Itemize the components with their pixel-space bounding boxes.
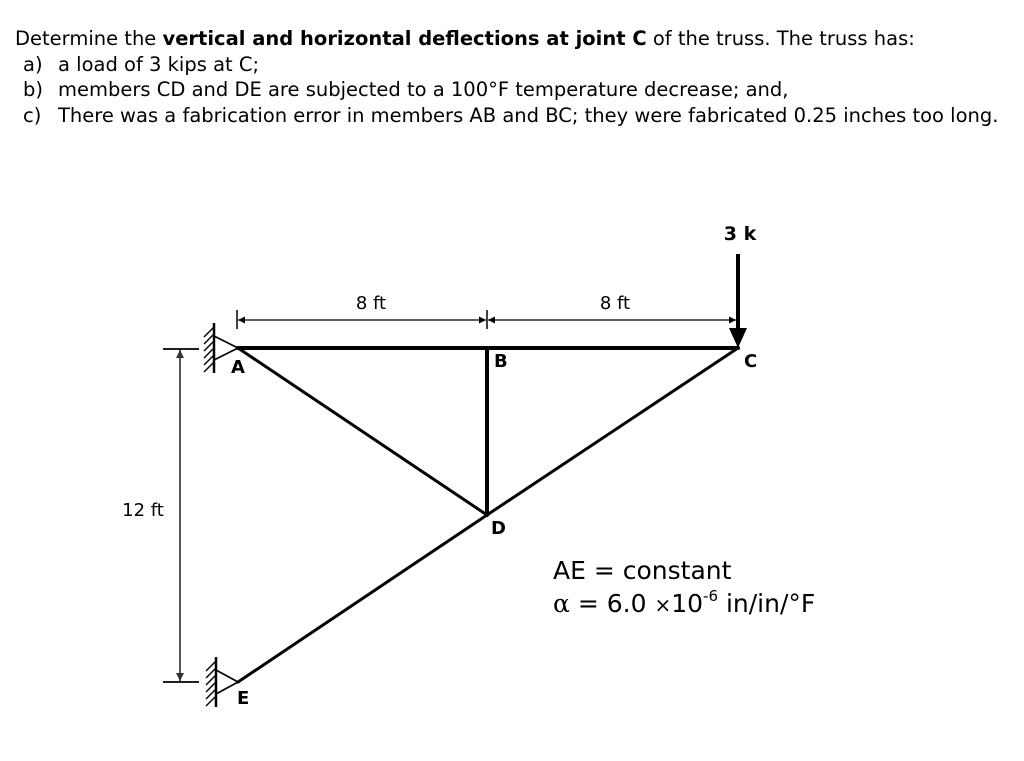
alpha-property: α = 6.0 ×10-6 in/in/°F	[553, 587, 815, 622]
joint-label-e: E	[237, 688, 249, 709]
condition-text: members CD and DE are subjected to a 100…	[58, 78, 789, 101]
dim-label-height: 12 ft	[122, 500, 164, 521]
condition-item-a: a) a load of 3 kips at C;	[15, 52, 999, 78]
joint-label-a: A	[231, 357, 245, 378]
condition-text: There was a fabrication error in members…	[58, 103, 999, 127]
horizontal-dimensions	[236, 310, 736, 329]
alpha-symbol: α	[553, 589, 570, 618]
alpha-value: 6.0	[606, 589, 655, 618]
equals-sign: =	[569, 589, 607, 618]
ae-symbol: AE	[553, 556, 586, 585]
condition-item-c: c) There was a fabrication error in memb…	[15, 103, 999, 129]
joint-label-d: D	[491, 518, 506, 539]
intro-prefix: Determine the	[15, 27, 163, 50]
intro-emphasis: vertical and horizontal deflections at j…	[162, 27, 647, 50]
condition-marker: a)	[23, 52, 43, 76]
dim-label-bc: 8 ft	[600, 293, 630, 314]
truss-members	[236, 346, 740, 684]
condition-list: a) a load of 3 kips at C; b) members CD …	[15, 52, 999, 129]
condition-marker: c)	[23, 103, 42, 127]
load-label: 3 k	[724, 223, 757, 245]
member-cd	[485, 346, 740, 517]
intro-suffix: of the truss. The truss has:	[646, 27, 915, 50]
joint-label-b: B	[494, 351, 508, 372]
vertical-dimension	[163, 348, 199, 683]
alpha-exponent: -6	[703, 587, 718, 605]
problem-statement: Determine the vertical and horizontal de…	[15, 26, 999, 128]
alpha-units: in/in/°F	[718, 589, 816, 618]
member-ad	[236, 346, 489, 517]
ae-value: constant	[622, 556, 732, 585]
problem-intro: Determine the vertical and horizontal de…	[15, 26, 999, 52]
load-arrow-c	[729, 254, 747, 348]
joint-label-c: C	[744, 351, 757, 372]
ae-property: AE = constant	[553, 554, 815, 587]
material-properties: AE = constant α = 6.0 ×10-6 in/in/°F	[553, 554, 815, 622]
pin-support-e	[205, 657, 239, 707]
condition-item-b: b) members CD and DE are subjected to a …	[15, 77, 999, 103]
times-sign: ×	[654, 593, 672, 617]
pin-support-a	[203, 323, 239, 373]
condition-marker: b)	[23, 78, 43, 101]
member-de	[236, 513, 489, 684]
condition-text: a load of 3 kips at C;	[58, 52, 260, 76]
dim-label-ab: 8 ft	[356, 293, 386, 314]
alpha-base: 10	[671, 589, 704, 618]
equals-sign: =	[585, 556, 623, 585]
